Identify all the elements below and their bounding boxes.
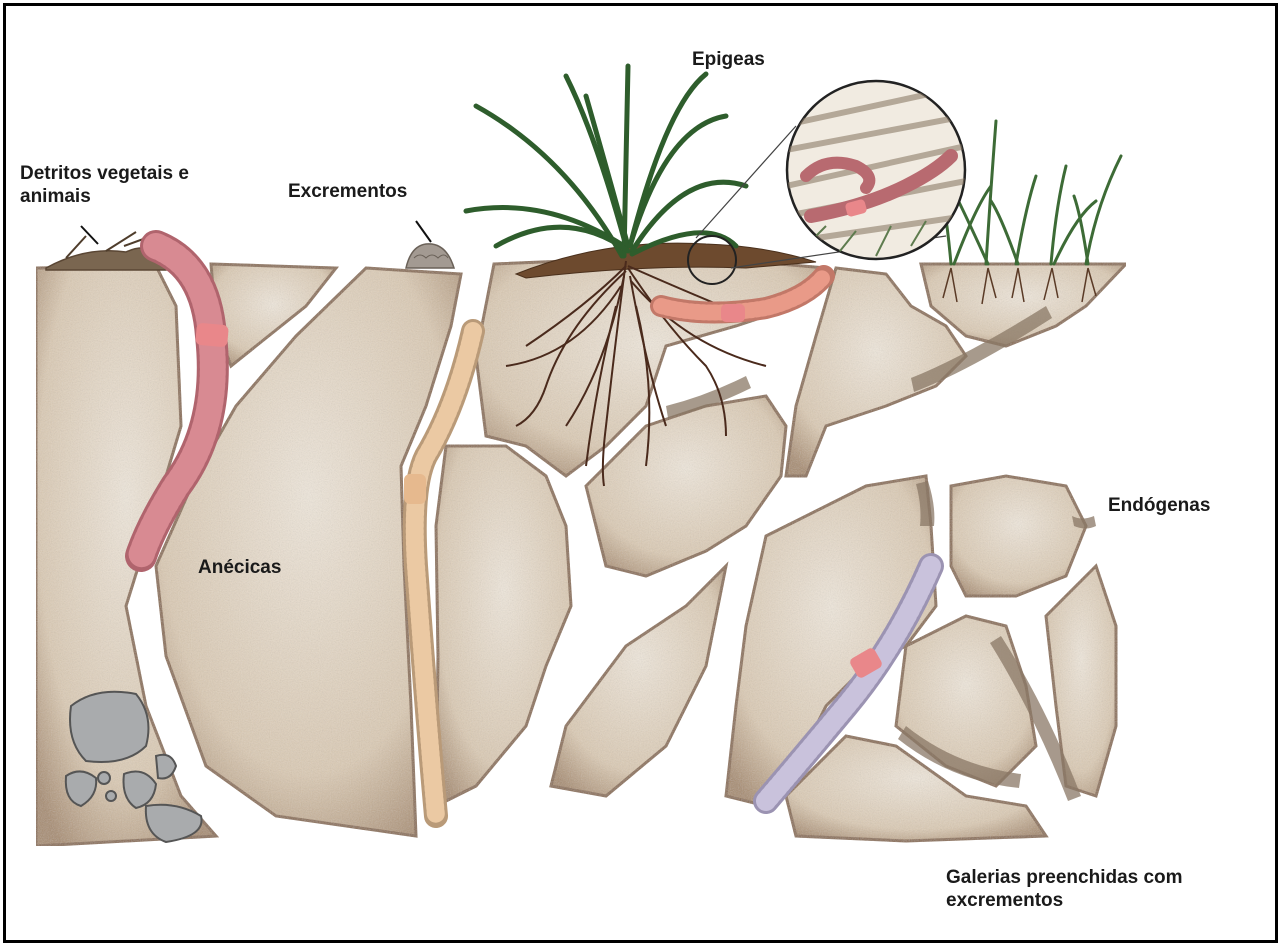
label-detritos: Detritos vegetais e animais bbox=[20, 162, 189, 208]
label-galerias-line1: Galerias preenchidas com bbox=[946, 866, 1183, 889]
soil-clump bbox=[551, 566, 726, 796]
casting-mound bbox=[406, 221, 454, 268]
grass-plant bbox=[466, 66, 746, 256]
label-galerias: Galerias preenchidas com excrementos bbox=[946, 866, 1183, 912]
label-excrementos: Excrementos bbox=[288, 180, 407, 203]
soil-clump bbox=[951, 476, 1086, 596]
label-detritos-line2: animais bbox=[20, 185, 189, 208]
label-anecicas: Anécicas bbox=[198, 556, 281, 579]
label-endogenas: Endógenas bbox=[1108, 494, 1210, 517]
earthworm-soil-illustration bbox=[6, 6, 1275, 940]
label-galerias-line2: excrementos bbox=[946, 889, 1183, 912]
diagram-frame: Epigeas Detritos vegetais e animais Excr… bbox=[3, 3, 1278, 943]
label-detritos-line1: Detritos vegetais e bbox=[20, 162, 189, 185]
soil-clump bbox=[436, 446, 571, 806]
label-epigeas: Epigeas bbox=[692, 48, 765, 71]
grass-tufts bbox=[936, 121, 1121, 264]
